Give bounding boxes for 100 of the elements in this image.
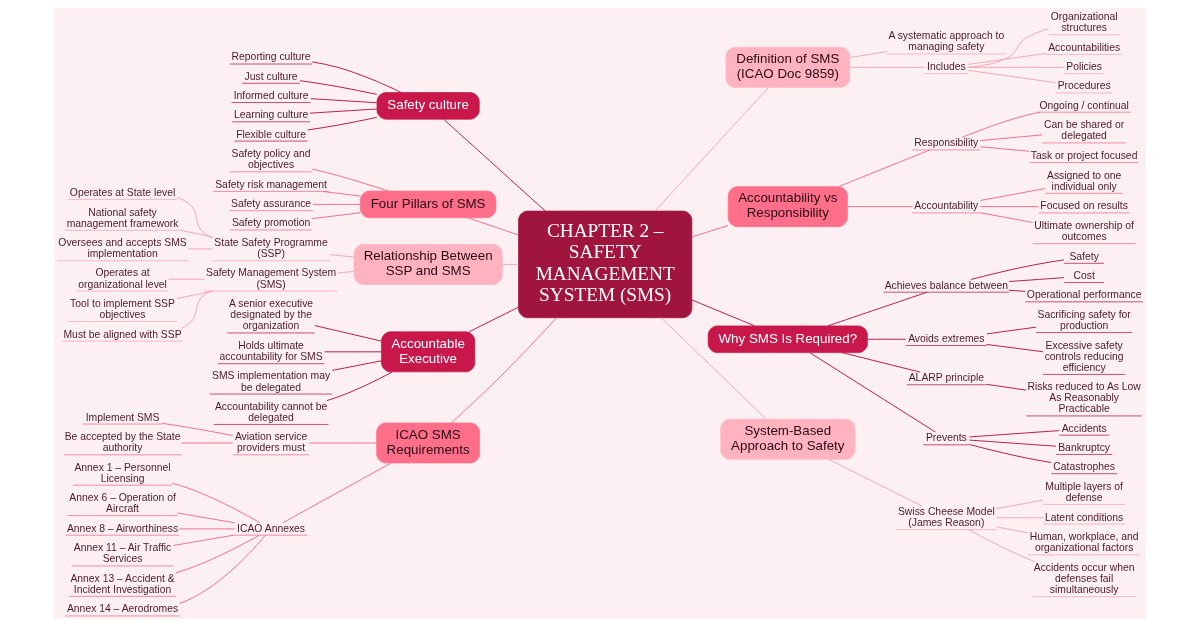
connector (467, 217, 519, 236)
connector (187, 248, 213, 250)
node-text: Informed culture (233, 89, 309, 101)
connector (282, 462, 392, 524)
node-text: Cost (1073, 270, 1095, 282)
connector (979, 188, 1046, 201)
connector (996, 517, 1044, 519)
connector (443, 118, 546, 212)
connector (450, 317, 557, 424)
node-box: CHAPTER 2 – SAFETY MANAGEMENT SYSTEM (SMS) (518, 210, 693, 319)
node-box: Relationship Between SSP and SMS (353, 244, 503, 285)
connector (660, 317, 767, 420)
node-text: Can be shared or delegated (1044, 119, 1125, 142)
node-text: Flexible culture (236, 128, 306, 140)
connector (176, 196, 213, 239)
node-text: Tool to implement SSP objectives (70, 297, 175, 320)
node-text: ALARP principle (908, 372, 984, 384)
connector (979, 134, 1043, 142)
connector (979, 206, 1040, 208)
connector (827, 291, 928, 327)
connector (173, 534, 236, 546)
connector (849, 51, 888, 59)
connector (324, 351, 382, 353)
node-text: Multiple layers of defense (1045, 480, 1124, 503)
connector (969, 444, 1052, 463)
node-box: Accountable Executive (381, 331, 476, 373)
node-box: Safety culture (376, 92, 480, 120)
connector (691, 224, 729, 238)
connector (970, 259, 1065, 280)
connector (986, 343, 1044, 353)
node-text: Prevents (925, 432, 967, 444)
connector (337, 270, 355, 274)
connector (847, 206, 913, 208)
connector (967, 28, 1049, 68)
connector (178, 528, 236, 530)
node-text: Focused on results (1040, 200, 1128, 212)
connector (1008, 277, 1065, 282)
node-text: Accountability (914, 200, 979, 212)
node-text: Swiss Cheese Model (James Reason) (897, 505, 995, 529)
node-text: Operates at State level (69, 187, 176, 199)
node-text: Be accepted by the State authority (64, 431, 181, 454)
connector (179, 534, 266, 604)
connector (331, 360, 382, 371)
connector (322, 190, 361, 197)
connector (311, 168, 389, 192)
connector (501, 263, 519, 265)
node-text: Annex 6 – Operation of Aircraft (69, 491, 176, 515)
connector (179, 229, 214, 238)
connector (996, 499, 1044, 510)
node-box: ICAO SMS Requirements (376, 422, 480, 464)
connector (969, 430, 1060, 438)
connector (841, 352, 921, 373)
connector (311, 61, 402, 93)
node-text: SMS implementation may be delegated (212, 370, 331, 393)
connector (168, 278, 205, 280)
node-text: Catastrophes (1053, 461, 1115, 473)
connector (969, 439, 1057, 447)
node-box: Four Pillars of SMS (359, 190, 497, 219)
connector (180, 290, 211, 329)
connector (329, 254, 355, 258)
connector (961, 111, 1041, 138)
node-text: Operational performance (1026, 289, 1142, 301)
node-box: Accountability vs Responsibility (727, 186, 848, 227)
node-text: Aviation service providers must (234, 431, 308, 454)
node-text: Safety (1069, 250, 1099, 262)
node-text: Task or project focused (1030, 150, 1138, 161)
node-text: Holds ultimate accountability for SMS (219, 340, 323, 363)
connector (311, 212, 361, 220)
node-box: System-Based Approach to Safety (720, 418, 856, 460)
connector (176, 512, 236, 524)
connector (849, 66, 925, 68)
node-text: Implement SMS (85, 411, 160, 423)
node-text: Assigned to one individual only (1046, 169, 1122, 192)
connector (809, 352, 936, 433)
connector (967, 66, 1065, 68)
connector (828, 458, 923, 507)
node-text: Procedures (1057, 80, 1111, 92)
node-text: Safety Management System (SMS) (206, 267, 337, 290)
connector (312, 203, 361, 205)
connector (161, 422, 234, 436)
node-text: Policies (1066, 61, 1102, 73)
node-text: Safety risk management (215, 178, 327, 190)
node-text: Safety promotion (231, 217, 311, 229)
connector (867, 338, 907, 340)
node-text: Accountabilities (1048, 41, 1121, 53)
connector (654, 86, 770, 212)
connector (837, 149, 931, 188)
connector (310, 98, 378, 104)
node-text: Ongoing / continual (1039, 99, 1129, 111)
connector (299, 80, 378, 95)
node-text: A systematic approach to managing safety (888, 30, 1005, 53)
connector (968, 529, 1036, 563)
node-text: Annex 13 – Accident & Incident Investigation (70, 572, 175, 595)
node-text: Must be aligned with SSP (63, 328, 182, 340)
node-text: Latent conditions (1044, 511, 1124, 523)
node-text: Excessive safety controls reducing efficiency (1044, 339, 1124, 373)
node-text: Safety policy and objectives (231, 148, 311, 171)
node-text: A senior executive designated by the organization (229, 298, 314, 332)
node-text: ICAO Annexes (237, 522, 306, 534)
connector (979, 146, 1031, 152)
